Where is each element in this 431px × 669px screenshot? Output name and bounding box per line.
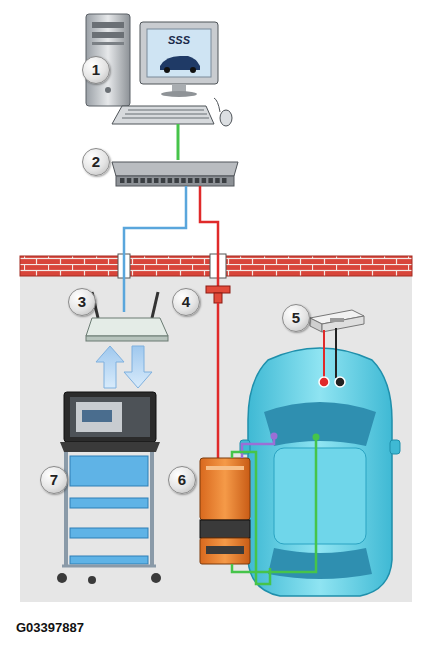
wireless-router <box>86 292 168 341</box>
callout-number: 3 <box>68 288 96 316</box>
diagnostic-lead <box>242 438 274 458</box>
charger-lead <box>323 330 325 378</box>
switch-port <box>140 178 145 183</box>
dlc-connector <box>313 434 320 441</box>
charger-lead <box>335 328 337 378</box>
switch-port <box>161 178 166 183</box>
diagnostic-cart <box>57 392 161 584</box>
callout-number: 4 <box>172 288 200 316</box>
vehicle <box>240 348 400 596</box>
switch-port <box>168 178 173 183</box>
network-cable <box>200 186 218 288</box>
switch-port <box>174 178 179 183</box>
battery-terminal <box>335 377 345 387</box>
wall-socket <box>206 286 230 303</box>
switch-port <box>188 178 193 183</box>
switch-port <box>154 178 159 183</box>
switch-port <box>147 178 152 183</box>
network-cable <box>177 124 180 160</box>
switch-port <box>208 178 213 183</box>
callout-number: 6 <box>168 466 196 494</box>
dlc-connector <box>271 433 278 440</box>
workshop-floor <box>20 272 412 602</box>
switch-port <box>134 178 139 183</box>
switch-port <box>215 178 220 183</box>
callout-number: 1 <box>82 56 110 84</box>
switch-port <box>222 178 227 183</box>
network-switch <box>112 162 238 186</box>
switch-port <box>120 178 125 183</box>
diagnostic-lead <box>232 440 316 584</box>
battery-terminal <box>319 377 329 387</box>
screen-text: SSS <box>168 34 190 46</box>
callout-number: 2 <box>82 148 110 176</box>
figure-caption: G03397887 <box>16 620 84 635</box>
vehicle-communication-module <box>200 458 250 564</box>
wireless-link <box>96 346 152 388</box>
switch-port <box>127 178 132 183</box>
callout-number: 7 <box>40 466 68 494</box>
switch-port <box>202 178 207 183</box>
network-cable <box>217 303 220 458</box>
switch-port <box>181 178 186 183</box>
callout-number: 5 <box>282 304 310 332</box>
switch-port <box>195 178 200 183</box>
